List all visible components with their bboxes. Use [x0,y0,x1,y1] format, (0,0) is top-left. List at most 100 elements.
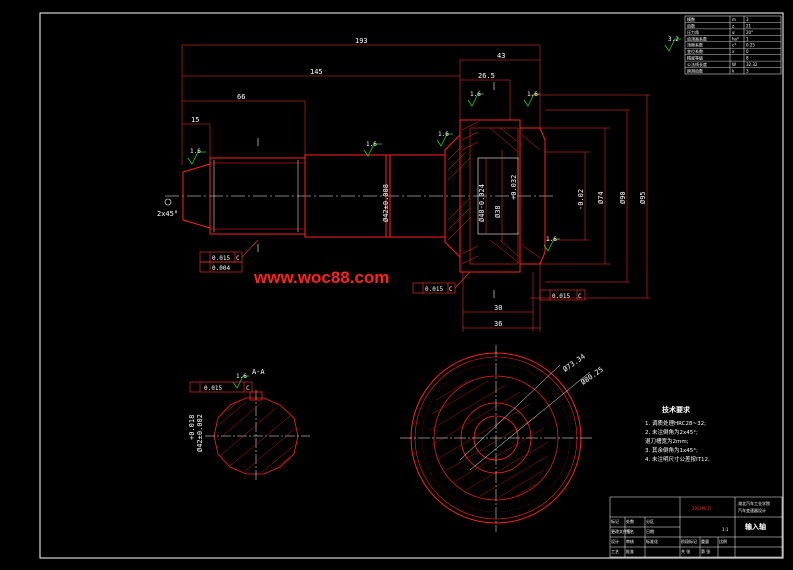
dim-193: 193 [355,37,368,45]
param-cell: 20° [746,30,753,35]
param-cell: 0.25 [746,43,755,48]
dim-74: Ø74 [597,191,605,204]
section-markers [164,82,495,298]
dim-bore-a: Ø40-0.024 [478,184,486,222]
dim-bore-b: Ø38 [494,205,502,218]
param-cell: 3 [746,17,749,22]
watermark-url: www.woc88.com [253,268,389,287]
tol-runout-3-ref: C [578,293,582,300]
border-outer [39,12,784,559]
roughness-2: 1.6 [366,141,377,148]
dim-shaft-dia: Ø42±0.008 [382,184,390,222]
param-cell: 跨测齿数 [687,68,703,74]
tb-material: 20CrMnTi [692,506,711,511]
roughness-8: 1.6 [236,373,247,380]
roughness-1: 1.6 [190,148,201,155]
param-cell: 21 [746,23,752,28]
title-block-label: 审核 [626,538,634,544]
param-cell: 3 [746,69,749,74]
tech-req-title: 技术要求 [662,405,691,414]
title-block-label: 阶段标记 [681,538,697,544]
title-block-label: 设计 [611,538,619,544]
param-cell: 模数 [687,16,695,22]
title-block-label: 标记 [611,518,619,524]
roughness-7: 3.2 [668,36,679,43]
title-block-label: 日期 [646,528,654,534]
title-block-label: 共 张 [681,548,690,554]
title-block-label: 分区 [646,518,654,524]
tol-runout-1: 0.015 [212,255,230,262]
dim-tol-upper: +0.032 [510,175,518,200]
tb-scale: 1:1 [722,527,729,532]
title-block-label: 第 张 [701,548,710,554]
param-cell: α [732,30,735,35]
param-cell: 顶隙系数 [687,42,703,48]
tol-parallel: 0.015 [204,385,222,392]
tol-parallel-ref: C [246,385,250,392]
title-block-label: 签名 [626,528,634,534]
param-cell: 压力角 [687,29,699,35]
param-cell: c* [732,43,736,48]
tb-part-name: 输入轴 [745,522,766,531]
title-block-label: 批准 [626,548,634,554]
title-block [609,496,783,558]
dim-chamfer: 2x45° [157,210,178,218]
spline-dia: Ø42±0.002 [196,414,204,452]
gear-parameter-table [684,15,782,75]
param-cell: ha* [732,36,739,41]
param-cell: k [732,69,735,74]
title-block-labels: 标记 处数 分区更改文件号签名 日期设计 审核工艺 批准 标准化 阶段标记重量 比例共 张 第 张 [611,518,727,554]
spline-section-view [205,390,310,482]
dim-30: 30 [494,304,502,312]
dim-43: 43 [497,52,505,60]
roughness-3: 1.6 [438,131,449,138]
roughness-marks [187,38,681,389]
param-cell: 0 [746,49,749,54]
param-cell: z [732,23,734,28]
param-cell: 1 [746,36,749,41]
tol-flat-1: 0.004 [212,265,230,272]
dim-15: 15 [191,116,199,124]
dimension-lines [181,44,650,332]
dim-26-5: 26.5 [478,72,495,80]
title-block-label: 比例 [719,538,727,544]
tol-runout-1-ref: C [236,255,240,262]
gear-face-view [400,345,592,532]
title-block-label: 标准化 [646,538,658,544]
dim-66: 66 [237,93,245,101]
tech-req-line-3: 退刀槽宽为2mm; [645,437,689,445]
dim-95: Ø95 [639,191,647,204]
tech-req-line-2: 2. 未注倒角为2x45°; [645,428,698,436]
roughness-5: 1.6 [527,91,538,98]
tb-project: 汽车变速器设计 [738,507,766,513]
dim-tol-lower: -0.02 [577,189,585,210]
tb-school: 湖北汽车工业学院 [738,500,770,506]
roughness-6: 1.6 [546,236,557,243]
title-block-label: 工艺 [611,549,619,554]
spline-tol: +0.018 [188,415,196,440]
tech-req-line-5: 4. 未注明尺寸公差按IT12. [645,455,710,463]
param-cell: 精度等级 [687,55,703,61]
param-cell: x [732,49,735,54]
roughness-4: 1.6 [470,91,481,98]
param-cell: 齿顶高系数 [687,35,707,41]
title-block-label: 更改文件号 [611,528,631,534]
dim-90: Ø90 [619,191,627,204]
param-cell: 齿数 [687,22,695,28]
tol-runout-3: 0.015 [552,293,570,300]
tech-req-line-4: 3. 其余倒角为1x45°; [645,446,698,454]
dim-145: 145 [310,68,323,76]
param-cell: 32.32 [746,62,758,67]
param-cell: m [732,17,736,22]
param-cell: 公法线长度 [687,61,707,67]
title-block-label: 重量 [701,538,709,544]
tol-runout-2-ref: C [449,286,453,293]
section-label: A-A [252,368,265,376]
param-cell: 8 [746,56,749,61]
dim-36: 36 [494,320,502,328]
gdt-frames [189,239,586,393]
title-block-label: 处数 [626,518,634,524]
